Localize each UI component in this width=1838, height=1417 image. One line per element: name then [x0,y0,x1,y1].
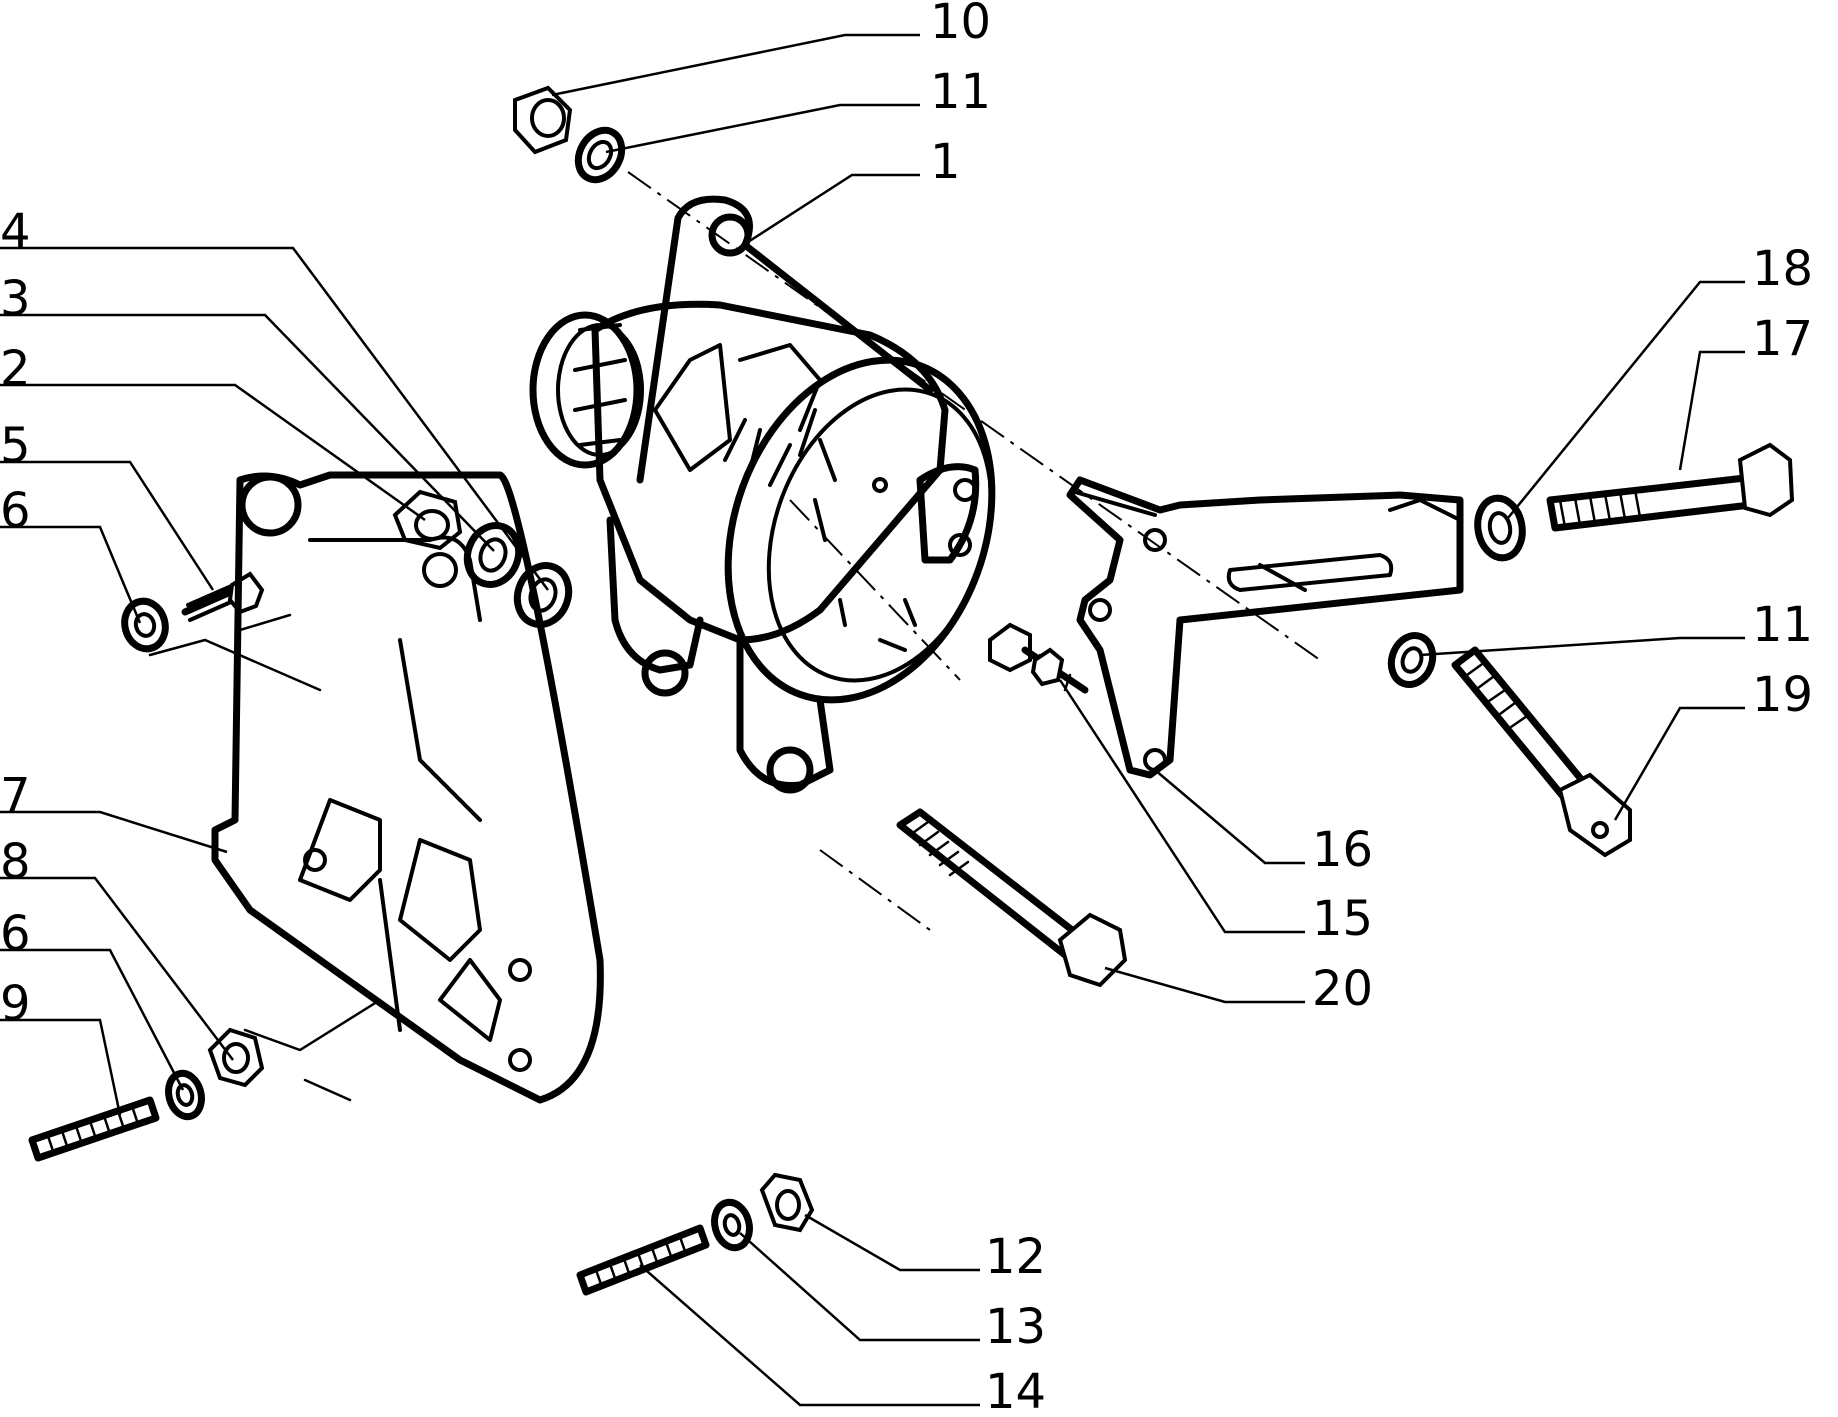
callout-4-label: 4 [0,204,31,260]
callout-19-label: 19 [1752,667,1813,723]
callout-18-label: 18 [1752,241,1813,297]
callout-8-label: 8 [0,834,31,890]
callout-13-label: 13 [985,1299,1046,1355]
callout-2-label: 2 [0,341,31,397]
callout-10-label: 10 [930,0,991,50]
callout-12-label: 12 [985,1229,1046,1285]
part-18-washer[interactable] [1473,494,1527,562]
part-5-bolt[interactable] [181,571,265,622]
part-7-bracket[interactable] [148,471,604,1104]
callout-6-label: 6 [0,483,31,539]
part-6-washer-lower[interactable] [164,1069,206,1121]
callout-11-label: 11 [930,64,991,120]
part-3-washer[interactable] [459,518,527,591]
part-11-washer-top[interactable] [570,122,631,187]
callout-7-label: 7 [0,768,31,824]
callout-11-right-label: 11 [1752,597,1813,653]
callout-6-lower-label: 6 [0,906,31,962]
part-12-nut[interactable] [759,1172,815,1233]
part-8-nut[interactable] [207,1027,265,1088]
part-6-washer-upper[interactable] [119,597,170,654]
leader-lines [0,33,1745,1407]
callout-16-label: 16 [1312,822,1373,878]
part-11-washer-right[interactable] [1385,630,1440,691]
callout-17-label: 17 [1752,311,1813,367]
callout-3-label: 3 [0,271,31,327]
callout-14-label: 14 [985,1364,1046,1417]
part-13-washer[interactable] [710,1198,755,1252]
part-20-bolt[interactable] [896,808,1128,988]
part-19-bolt[interactable] [1451,646,1632,858]
callout-9-label: 9 [0,976,31,1032]
part-15-adjuster-bolt[interactable] [988,622,1089,694]
part-17-bolt[interactable] [1546,442,1795,532]
callout-5-label: 5 [0,418,31,474]
part-10-nut[interactable] [513,85,573,155]
part-9-stud[interactable] [28,1096,160,1162]
callout-20-label: 20 [1312,961,1373,1017]
callout-15-label: 15 [1312,891,1373,947]
callout-1-label: 1 [930,134,961,190]
part-1-alternator[interactable] [529,195,1037,794]
part-14-stud[interactable] [576,1224,710,1296]
